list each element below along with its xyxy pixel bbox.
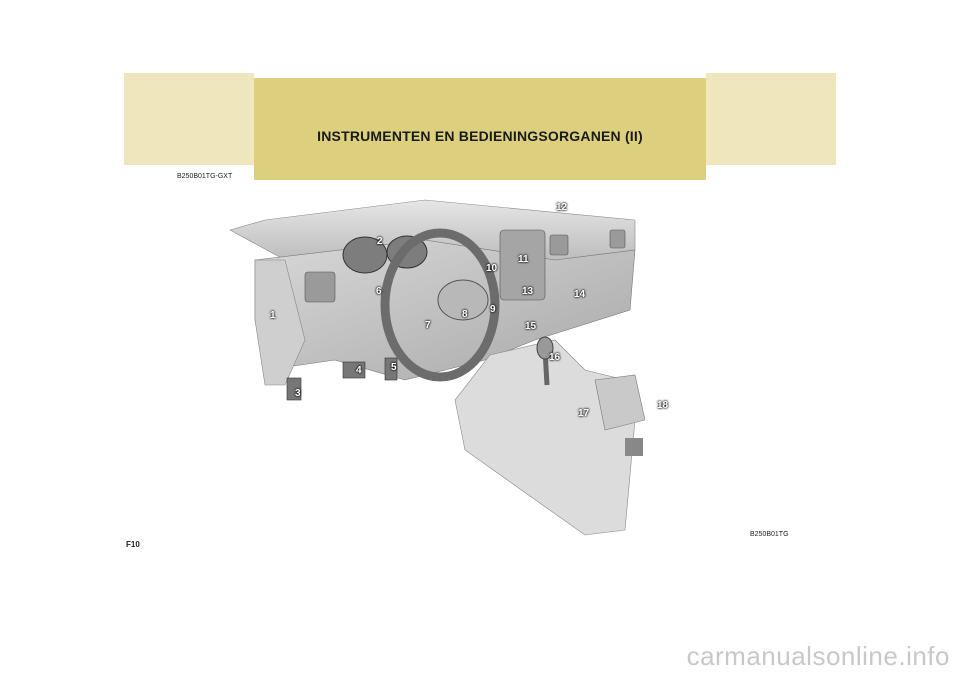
callout-18: 18 <box>657 400 669 411</box>
page-title: INSTRUMENTEN EN BEDIENINGSORGANEN (II) <box>317 128 643 144</box>
steering-wheel-hub <box>437 279 489 321</box>
left-panel <box>254 259 306 386</box>
gear-knob <box>536 336 554 360</box>
page-number: F10 <box>126 540 140 549</box>
callout-14: 14 <box>574 289 586 300</box>
pedal-mid <box>342 361 366 379</box>
callout-7: 7 <box>425 320 431 331</box>
callout-15: 15 <box>525 321 537 332</box>
header-title-box: INSTRUMENTEN EN BEDIENINGSORGANEN (II) <box>254 78 706 180</box>
callout-1: 1 <box>270 310 276 321</box>
dashboard-illustration: 1 2 3 4 5 6 7 8 9 10 11 12 13 14 15 16 1… <box>225 190 668 550</box>
rear-vent-right <box>625 438 643 456</box>
callout-12: 12 <box>556 202 568 213</box>
figure-code-top: B250B01TG-GXT <box>177 173 233 180</box>
callout-8: 8 <box>462 309 468 320</box>
callout-9: 9 <box>490 304 496 315</box>
right-vent <box>549 234 569 256</box>
steering-wheel-rim <box>380 228 500 382</box>
callout-16: 16 <box>549 352 561 363</box>
far-right-vent <box>609 229 626 249</box>
callout-17: 17 <box>578 408 590 419</box>
pedal-right <box>384 357 398 381</box>
callout-5: 5 <box>391 362 397 373</box>
callout-13: 13 <box>522 286 534 297</box>
callout-10: 10 <box>486 263 498 274</box>
center-stack <box>499 229 546 301</box>
armrest <box>594 374 645 431</box>
callout-2: 2 <box>377 236 383 247</box>
figure-code-bottom: B250B01TG <box>750 531 789 538</box>
watermark: carmanualsonline.info <box>686 641 950 671</box>
callout-3: 3 <box>295 388 301 399</box>
header-band-right <box>706 73 836 165</box>
dashboard-drawing <box>229 199 645 536</box>
callout-11: 11 <box>518 254 529 265</box>
callout-6: 6 <box>376 286 382 297</box>
center-console <box>454 339 636 536</box>
header-band-left <box>124 73 254 165</box>
left-vent <box>304 271 336 303</box>
pedal-left <box>286 377 302 401</box>
callout-4: 4 <box>356 365 362 376</box>
